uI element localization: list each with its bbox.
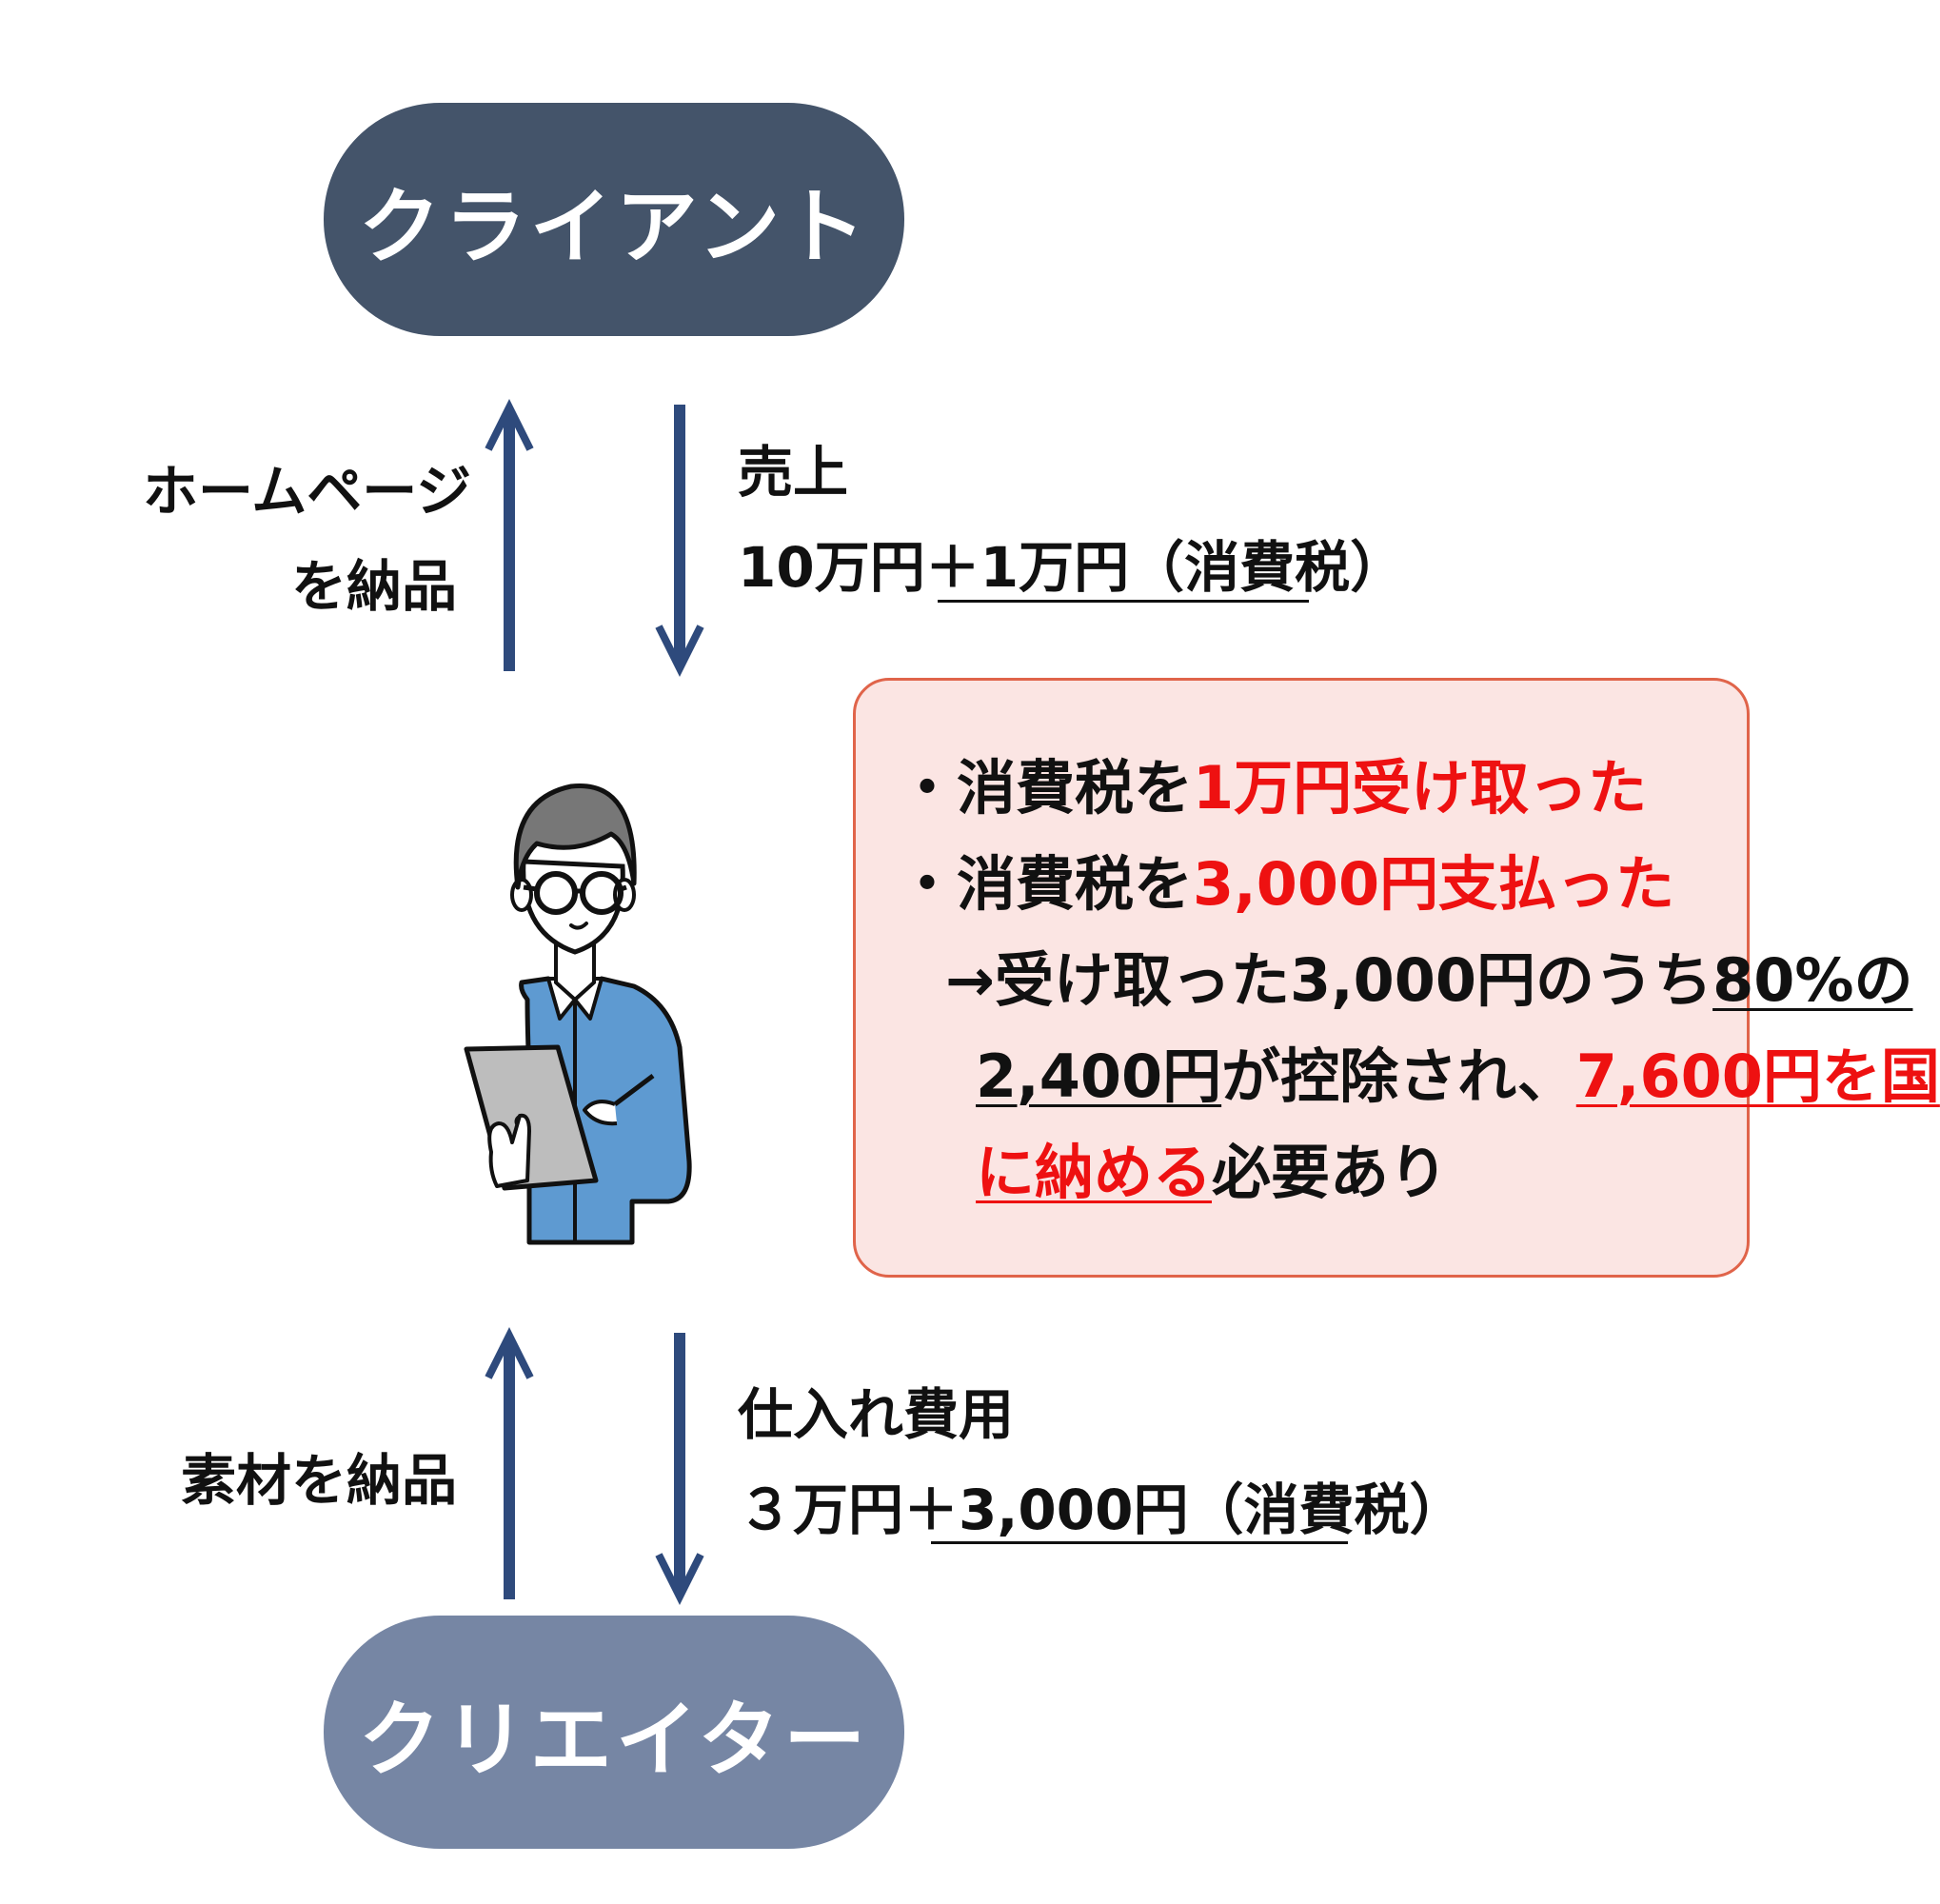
info-line-1: ・消費税を1万円受け取った (898, 740, 1747, 836)
info-line-3-prefix: →受け取った3,000円のうち (945, 945, 1713, 1015)
purchase-cost-tax: 3,000円（消費税） (959, 1478, 1465, 1542)
info-line-4-highlight: 7,600円を国 (1575, 1041, 1940, 1111)
info-line-5-highlight: に納める (976, 1138, 1213, 1207)
info-line-2-highlight: 3,000円支払った (1193, 849, 1675, 919)
info-line-4-underlined: 2,400円 (976, 1041, 1222, 1111)
sales-tax: 1万円（消費税） (980, 535, 1406, 600)
creator-node: クリエイター (324, 1616, 904, 1849)
sales-amount-line: 10万円＋1万円（消費税） (738, 520, 1405, 615)
down-arrow-top (655, 405, 704, 677)
sales-amount: 10万円＋ (738, 535, 980, 600)
materials-delivery-label: 素材を納品 (143, 1433, 457, 1528)
tax-explanation-box: ・消費税を1万円受け取った ・消費税を3,000円支払った →受け取った3,00… (853, 678, 1940, 1278)
info-line-2-prefix: ・消費税を (898, 849, 1194, 919)
info-line-5-suffix: 必要あり (1212, 1138, 1449, 1207)
materials-delivery-text: 素材を納品 (180, 1448, 457, 1513)
up-arrow-top (485, 399, 534, 671)
info-line-4: 2,400円が控除され、7,600円を国 (898, 1028, 1940, 1124)
purchase-cost-amount: ３万円＋ (738, 1478, 960, 1542)
info-line-3: →受け取った3,000円のうち80%の (898, 932, 1912, 1028)
down-arrow-bottom (655, 1333, 704, 1605)
info-line-1-highlight: 1万円受け取った (1193, 753, 1648, 823)
info-line-5: に納める必要あり (898, 1124, 1747, 1220)
sales-title: 売上 (738, 440, 849, 505)
client-node: クライアント (324, 103, 904, 336)
website-delivery-line1: ホームページ (143, 459, 472, 524)
info-line-2: ・消費税を3,000円支払った (898, 836, 1747, 932)
client-label: クライアント (358, 180, 870, 275)
website-delivery-line2: を納品 (290, 554, 457, 619)
person-with-laptop-icon (464, 783, 692, 1245)
purchase-cost-label: 仕入れ費用 ３万円＋3,000円（消費税） (738, 1367, 1464, 1557)
purchase-cost-title: 仕入れ費用 (738, 1382, 1015, 1447)
purchase-tax-underline (931, 1541, 1348, 1544)
sales-label: 売上 10万円＋1万円（消費税） (738, 425, 1405, 615)
creator-label: クリエイター (358, 1693, 870, 1788)
info-line-3-underlined: 80%の (1712, 945, 1913, 1015)
info-line-4-middle: が控除され、 (1221, 1041, 1576, 1111)
info-line-1-prefix: ・消費税を (898, 753, 1194, 823)
website-delivery-label: ホームページ を納品 (143, 444, 472, 634)
up-arrow-bottom (485, 1327, 534, 1599)
purchase-cost-amount-line: ３万円＋3,000円（消費税） (738, 1462, 1464, 1557)
sales-tax-underline (938, 600, 1309, 603)
